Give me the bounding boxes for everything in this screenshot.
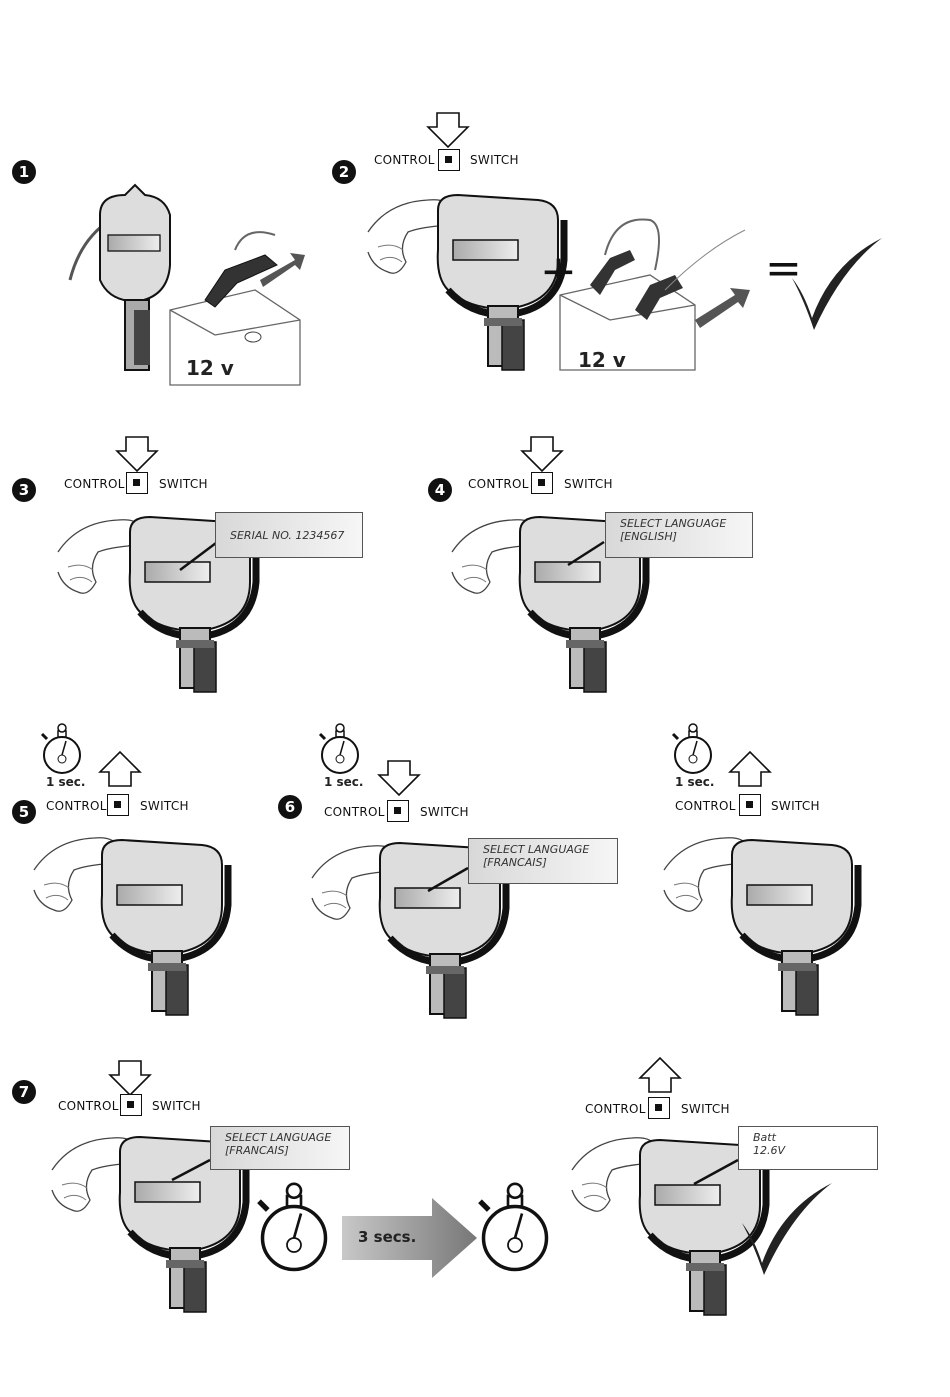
stopwatch-icon bbox=[673, 725, 713, 775]
tester-device-icon bbox=[82, 835, 242, 1025]
stopwatch-icon bbox=[475, 1178, 555, 1278]
control-label-7b: CONTROL bbox=[585, 1102, 646, 1116]
language-display-line2: [FRANCAIS] bbox=[483, 856, 603, 869]
control-switch-button-3 bbox=[126, 472, 148, 494]
arrow-up-icon bbox=[728, 752, 772, 788]
control-switch-button-7 bbox=[120, 1094, 142, 1116]
arrow-down-icon bbox=[426, 112, 470, 148]
step-number-7: 7 bbox=[12, 1080, 36, 1104]
voltage-label-1: 12 v bbox=[186, 356, 234, 380]
battery-voltage-display: Batt 12.6V bbox=[738, 1126, 878, 1170]
switch-label-4: SWITCH bbox=[564, 477, 613, 491]
switch-label-3: SWITCH bbox=[159, 477, 208, 491]
language-display-english: SELECT LANGUAGE [ENGLISH] bbox=[605, 512, 753, 558]
step-number-6: 6 bbox=[278, 795, 302, 819]
language-display-francais-7: SELECT LANGUAGE [FRANCAIS] bbox=[210, 1126, 350, 1170]
control-label-6: CONTROL bbox=[324, 805, 385, 819]
stopwatch-icon bbox=[320, 725, 360, 775]
serial-display: SERIAL NO. 1234567 bbox=[215, 512, 363, 558]
switch-label-7b: SWITCH bbox=[681, 1102, 730, 1116]
step-number-3: 3 bbox=[12, 478, 36, 502]
one-sec-label-6: 1 sec. bbox=[324, 775, 363, 789]
battery-display-line2: 12.6V bbox=[753, 1144, 863, 1157]
control-switch-button-7b bbox=[648, 1097, 670, 1119]
arrow-down-icon bbox=[377, 760, 421, 796]
language-display-line2: [FRANCAIS] bbox=[225, 1144, 335, 1157]
arrow-up-icon bbox=[98, 752, 142, 788]
battery-display-line1: Batt bbox=[753, 1131, 863, 1144]
one-sec-label-5: 1 sec. bbox=[46, 775, 85, 789]
arrow-down-icon bbox=[520, 436, 564, 472]
one-sec-label-6b: 1 sec. bbox=[675, 775, 714, 789]
step-number-2: 2 bbox=[332, 160, 356, 184]
control-switch-button-2 bbox=[438, 149, 460, 171]
control-label-3: CONTROL bbox=[64, 477, 125, 491]
switch-label-2: SWITCH bbox=[470, 153, 519, 167]
language-display-francais: SELECT LANGUAGE [FRANCAIS] bbox=[468, 838, 618, 884]
switch-label-5: SWITCH bbox=[140, 799, 189, 813]
control-label-5: CONTROL bbox=[46, 799, 107, 813]
control-label-4: CONTROL bbox=[468, 477, 529, 491]
checkmark-icon bbox=[792, 238, 892, 338]
switch-label-7: SWITCH bbox=[152, 1099, 201, 1113]
arrow-down-icon bbox=[115, 436, 159, 472]
control-switch-button-4 bbox=[531, 472, 553, 494]
switch-label-6: SWITCH bbox=[420, 805, 469, 819]
control-label-6b: CONTROL bbox=[675, 799, 736, 813]
stopwatch-icon bbox=[254, 1178, 334, 1278]
control-switch-button-6b bbox=[739, 794, 761, 816]
control-label-7: CONTROL bbox=[58, 1099, 119, 1113]
language-display-line1: SELECT LANGUAGE bbox=[483, 843, 603, 856]
language-display-line2: [ENGLISH] bbox=[620, 530, 738, 543]
arrow-up-icon bbox=[638, 1058, 682, 1094]
language-display-line1: SELECT LANGUAGE bbox=[620, 517, 738, 530]
voltage-label-2: 12 v bbox=[578, 348, 626, 372]
step-number-4: 4 bbox=[428, 478, 452, 502]
arrow-down-icon bbox=[108, 1060, 152, 1096]
control-switch-button-5 bbox=[107, 794, 129, 816]
step-number-5: 5 bbox=[12, 800, 36, 824]
stopwatch-icon bbox=[42, 725, 82, 775]
control-label-2: CONTROL bbox=[374, 153, 435, 167]
control-switch-button-6 bbox=[387, 800, 409, 822]
step-number-1: 1 bbox=[12, 160, 36, 184]
three-secs-label: 3 secs. bbox=[358, 1228, 416, 1246]
switch-label-6b: SWITCH bbox=[771, 799, 820, 813]
checkmark-icon bbox=[742, 1183, 842, 1283]
tester-device-icon bbox=[712, 835, 872, 1025]
language-display-line1: SELECT LANGUAGE bbox=[225, 1131, 335, 1144]
